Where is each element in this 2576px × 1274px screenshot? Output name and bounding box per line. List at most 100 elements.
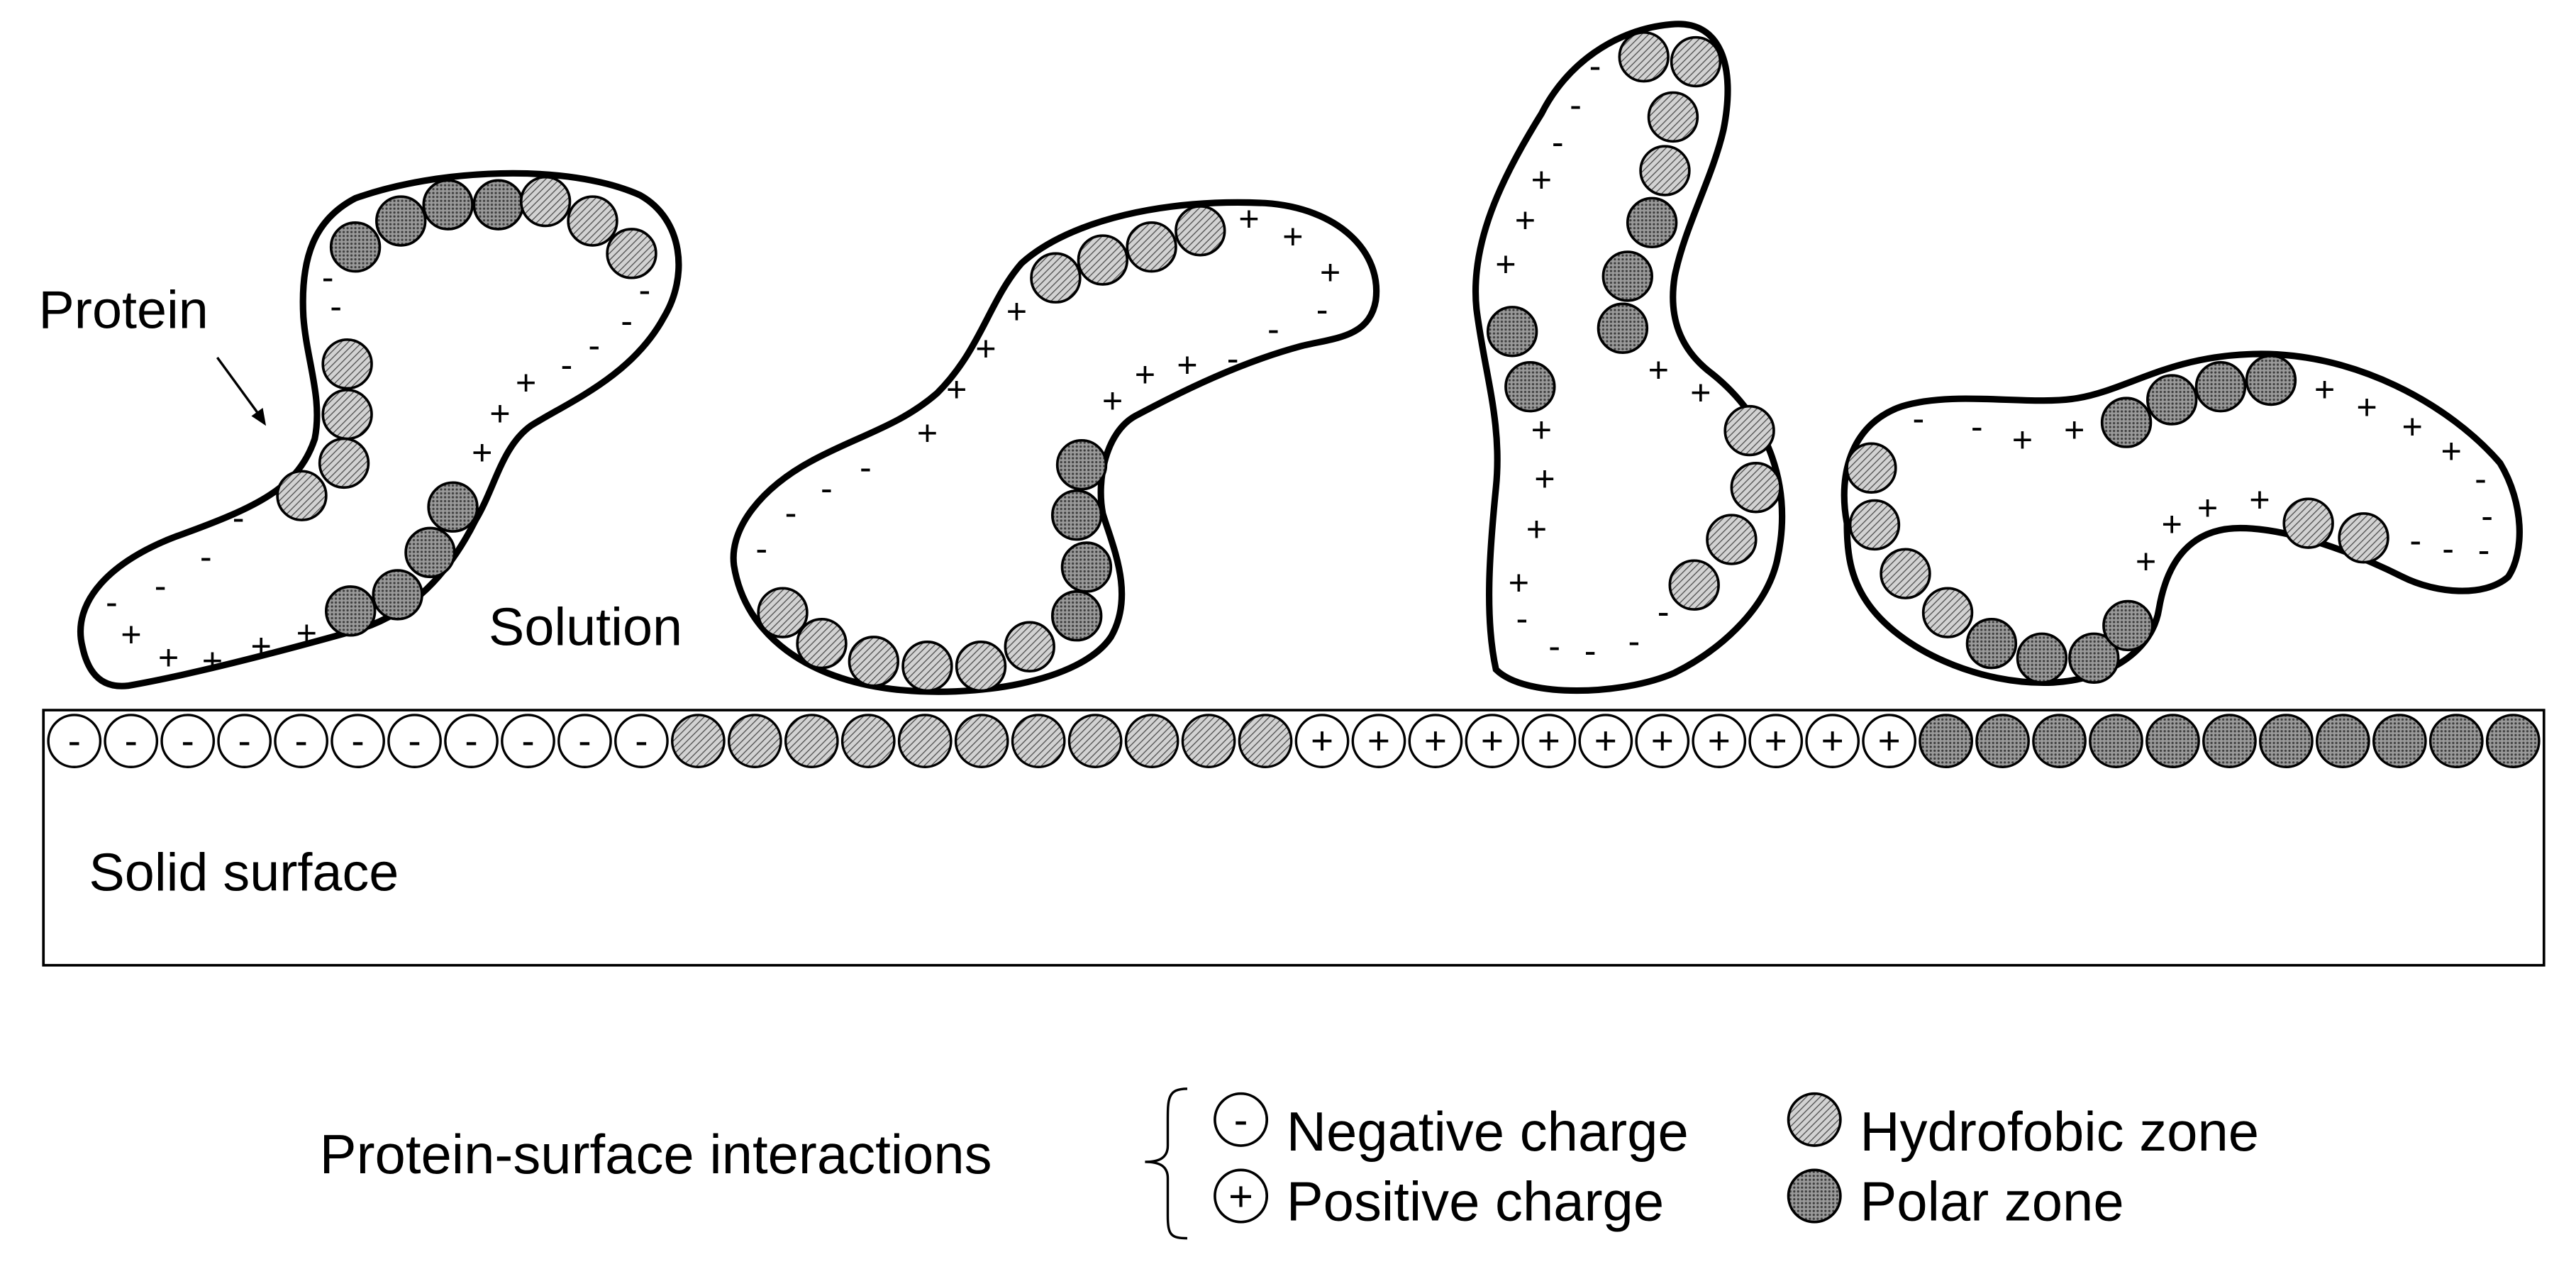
protein-hydrophobic-zone [1668, 559, 1720, 611]
protein-negative-charge: - [1267, 309, 1279, 349]
protein-positive-charge: + [1238, 198, 1259, 238]
protein-negative-charge: - [200, 536, 212, 577]
surface-hydrophobic-zone [897, 714, 953, 768]
protein-positive-charge: + [1177, 344, 1197, 384]
solid-surface-label: Solid surface [89, 843, 399, 902]
protein-positive-charge: + [2197, 487, 2218, 528]
surface-hydrophobic-zone [840, 714, 896, 768]
protein-polar-zone [1050, 489, 1103, 541]
protein-hydrophobic-zone [606, 228, 657, 279]
protein-positive-charge: + [1534, 458, 1555, 499]
protein-positive-charge: + [158, 637, 179, 677]
protein-polar-zone [2102, 599, 2154, 652]
surface-negative-symbol: - [351, 719, 364, 763]
protein-polar-zone [1486, 306, 1538, 358]
legend-brace [1145, 1087, 1187, 1240]
protein-negative-charge: - [155, 565, 167, 606]
surface-positive-symbol: + [1708, 719, 1731, 763]
surface-positive-symbol: + [1821, 719, 1844, 763]
protein-negative-charge: - [106, 582, 118, 622]
protein-positive-charge: + [1282, 216, 1303, 256]
protein-positive-charge: + [1102, 380, 1123, 421]
protein-polar-zone [1060, 541, 1113, 593]
legend-hydrophobic-label: Hydrofobic zone [1860, 1100, 2259, 1163]
surface-negative-symbol: - [182, 719, 194, 763]
surface-negative-charge [217, 714, 272, 768]
protein-polar-zone [329, 221, 382, 273]
protein-positive-charge: + [2402, 406, 2423, 447]
protein-negative-charge: - [1316, 289, 1328, 330]
protein-polar-zone [375, 195, 427, 247]
protein-polar-zone [1626, 196, 1678, 249]
surface-polar-zone [2372, 714, 2427, 768]
protein-positive-charge: + [2441, 431, 2462, 471]
protein-polar-zone [427, 481, 479, 533]
surface-positive-charge [1692, 714, 1747, 768]
protein-positive-charge: + [202, 640, 223, 680]
hydrophobic-zone-icon [1787, 1092, 1842, 1147]
surface-polar-zone [2316, 714, 2370, 768]
protein-4-outline [1841, 350, 2523, 686]
protein-hydrophobic-zone [321, 388, 373, 441]
protein-positive-charge: + [975, 328, 996, 369]
protein-hydrophobic-zone [318, 437, 370, 489]
protein-negative-charge: - [1570, 84, 1582, 125]
surface-negative-charge [331, 714, 385, 768]
surface-polar-zone [2089, 714, 2143, 768]
surface-positive-symbol: + [1538, 719, 1560, 763]
surface-polar-zone [1975, 714, 2030, 768]
protein-hydrophobic-zone [1126, 221, 1177, 273]
surface-zones: -----------+++++++++++ [47, 714, 2541, 768]
protein-hydrophobic-zone [321, 338, 373, 390]
surface-positive-symbol: + [1651, 719, 1674, 763]
surface-positive-charge [1805, 714, 1860, 768]
protein-positive-charge: + [2012, 419, 2033, 460]
protein-negative-charge: - [2442, 528, 2454, 568]
protein-arrowhead [251, 407, 267, 426]
protein-hydrophobic-zone [2282, 497, 2334, 549]
surface-negative-symbol: - [635, 719, 648, 763]
protein-polar-zone [1601, 250, 1653, 302]
protein-negative-charge: - [1227, 338, 1239, 378]
surface-negative-symbol: - [465, 719, 477, 763]
surface-polar-zone [1919, 714, 1973, 768]
protein-hydrophobic-zone [276, 470, 328, 521]
surface-negative-charge [557, 714, 612, 768]
surface-polar-zone [2485, 714, 2541, 768]
protein-negative-charge: - [1628, 621, 1640, 661]
protein-polar-zone [2100, 397, 2153, 448]
protein-positive-charge: + [1531, 409, 1552, 450]
legend-title: Protein-surface interactions [320, 1123, 992, 1185]
protein-polar-zone [1050, 590, 1103, 642]
surface-positive-symbol: + [1367, 719, 1390, 763]
surface-negative-charge [387, 714, 442, 768]
protein-positive-charge: + [121, 614, 141, 655]
protein-positive-charge: + [1648, 349, 1669, 389]
protein-hydrophobic-zone [848, 636, 900, 687]
legend-polar-label: Polar zone [1860, 1170, 2123, 1232]
protein-positive-charge: + [1495, 243, 1516, 284]
surface-positive-charge [1862, 714, 1917, 768]
surface-negative-symbol: - [578, 719, 591, 763]
surface-negative-symbol: - [408, 719, 421, 763]
protein-hydrophobic-zone [1880, 548, 1931, 599]
protein-hydrophobic-zone [757, 587, 809, 638]
protein-positive-charge: + [2064, 409, 2084, 450]
protein-2-outline [730, 199, 1380, 695]
positive-charge-symbol: + [1228, 1173, 1253, 1220]
protein-hydrophobic-zone [1004, 621, 1055, 672]
legend: Protein-surface interactions - Negative … [320, 1087, 2259, 1240]
protein-polar-zone [2146, 374, 2198, 426]
protein-label: Protein [38, 281, 208, 340]
protein-polar-zone [2016, 632, 2068, 684]
protein-hydrophobic-zone [1670, 35, 1722, 88]
surface-hydrophobic-zone [1011, 714, 1066, 768]
surface-polar-zone [2259, 714, 2314, 768]
surface-negative-symbol: - [521, 719, 534, 763]
protein-polar-zone [472, 179, 524, 231]
protein-polar-zone [1504, 361, 1556, 413]
protein-positive-charge: + [917, 413, 938, 453]
protein-positive-charge: + [1690, 372, 1711, 412]
protein-hydrophobic-zone [1647, 91, 1699, 143]
